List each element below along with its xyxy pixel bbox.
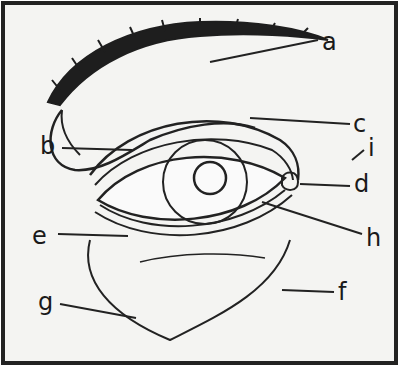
part-label: d xyxy=(354,172,369,196)
frame xyxy=(3,3,396,363)
leader-line xyxy=(250,118,350,124)
part-label: i xyxy=(368,136,375,160)
leader-line xyxy=(300,184,350,186)
part-label: e xyxy=(32,224,47,248)
eyebrow xyxy=(48,22,328,105)
leader-line xyxy=(58,234,128,236)
lower-lid-margin xyxy=(95,195,292,235)
part-label: f xyxy=(338,280,346,304)
iris xyxy=(163,140,247,224)
part-label: b xyxy=(40,134,55,158)
pupil xyxy=(194,162,226,194)
leader-line xyxy=(262,202,362,234)
caruncle xyxy=(282,172,298,190)
eye-opening xyxy=(98,157,285,220)
part-label: g xyxy=(38,290,53,314)
lower-fold xyxy=(140,254,265,262)
part-label: c xyxy=(353,112,366,136)
leader-line xyxy=(62,148,132,150)
leader-line xyxy=(352,150,364,160)
part-label: a xyxy=(322,30,337,54)
part-label: h xyxy=(366,226,381,250)
leader-line xyxy=(282,290,334,292)
leader-line xyxy=(60,304,136,318)
leader-line xyxy=(210,40,318,62)
lower-outline xyxy=(88,240,290,340)
eyebrow-hairs xyxy=(52,18,308,90)
lower-lid xyxy=(100,190,285,226)
